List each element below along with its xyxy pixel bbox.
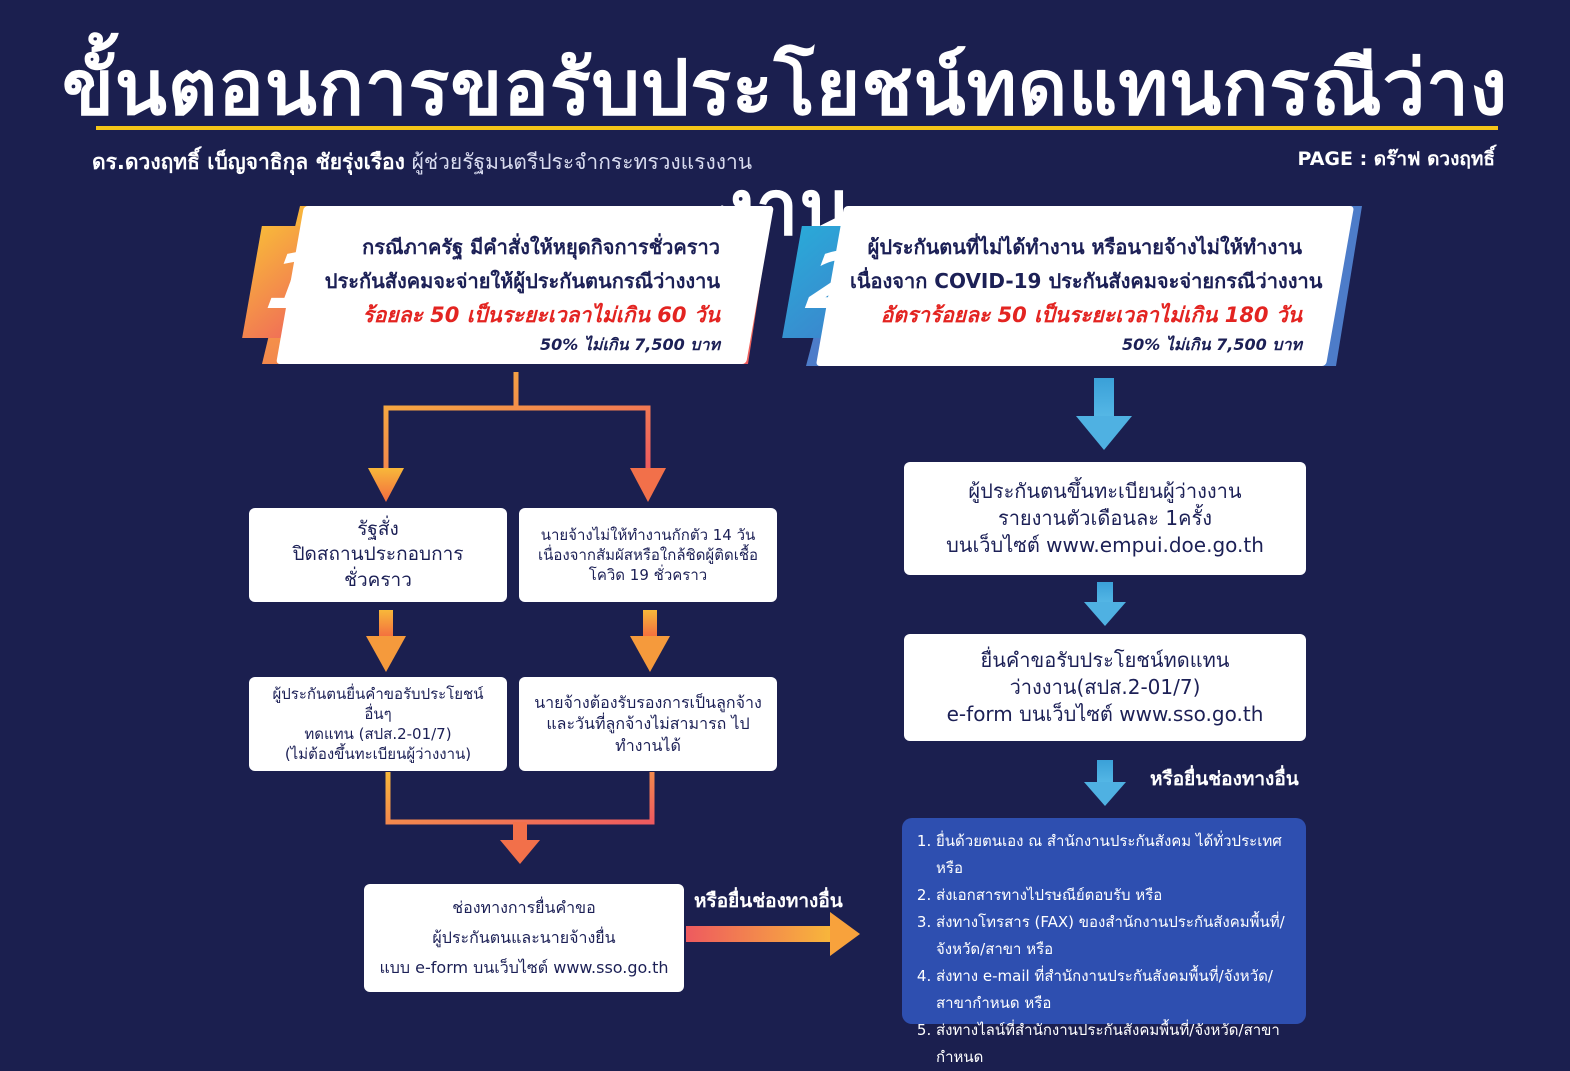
arrow-shaft	[1094, 378, 1114, 418]
arrow-right-icon	[830, 912, 860, 956]
arrow-down-icon	[1084, 602, 1126, 626]
arrow-down-icon	[368, 468, 404, 502]
case1-line1: กรณีภาครัฐ มีคำสั่งให้หยุดกิจการชั่วคราว	[362, 235, 720, 259]
arrow-shaft	[643, 610, 657, 638]
arrow-down-icon	[366, 636, 406, 672]
case1-line2: ประกันสังคมจะจ่ายให้ผู้ประกันตนกรณีว่างง…	[324, 269, 720, 293]
branch-b-line1: นายจ้างไม่ให้ทำงานกักตัว 14 วัน	[540, 525, 756, 544]
other-channel-text-cont: จังหวัด/สาขา หรือ	[936, 940, 1054, 958]
submit-line3: แบบ e-form บนเว็บไซต์ www.sso.go.th	[379, 958, 669, 977]
author-line: ดร.ดวงฤทธิ์ เบ็ญจาธิกุล ชัยรุ่งเรือง ผู้…	[92, 146, 752, 179]
case2-step1-line3: บนเว็บไซต์ www.empui.doe.go.th	[946, 533, 1264, 557]
branch-a-line2: ปิดสถานประกอบการชั่วคราว	[292, 543, 464, 591]
case2-header-text: ผู้ประกันตนที่ไม่ได้ทำงาน หรือนายจ้างไม่…	[850, 230, 1323, 358]
case2-step2-card: ยื่นคำขอรับประโยชน์ทดแทน ว่างงาน(สปส.2-0…	[904, 634, 1306, 741]
case1-cap: 50% ไม่เกิน 7,500 บาท	[540, 335, 720, 354]
case1-alt-label: หรือยื่นช่องทางอื่น	[694, 890, 843, 912]
arrow-shaft	[1097, 582, 1113, 604]
step-a-line3: (ไม่ต้องขึ้นทะเบียนผู้ว่างงาน)	[284, 745, 472, 764]
other-channel-text: ส่งเอกสารทางไปรษณีย์ตอบรับ หรือ	[936, 886, 1163, 904]
case2-step1-line1: ผู้ประกันตนขึ้นทะเบียนผู้ว่างงาน	[968, 479, 1242, 503]
other-channel-item: ส่งเอกสารทางไปรษณีย์ตอบรับ หรือ	[936, 882, 1292, 909]
other-channel-text: ยื่นด้วยตนเอง ณ สำนักงานประกันสังคม ได้ท…	[936, 832, 1282, 877]
arrow-shaft	[379, 610, 393, 638]
branch-b-line3: โควิด 19 ชั่วคราว	[588, 566, 708, 585]
case2-line2: เนื่องจาก COVID-19 ประกันสังคมจะจ่ายกรณี…	[850, 269, 1323, 293]
arrow-down-icon	[630, 636, 670, 672]
other-channel-text-cont: สาขากำหนด หรือ	[936, 994, 1052, 1012]
branch-a-line1: รัฐสั่ง	[357, 517, 399, 540]
step-b-line1: นายจ้างต้องรับรองการเป็นลูกจ้าง	[534, 692, 762, 712]
case1-step-a-card: ผู้ประกันตนยื่นคำขอรับประโยชน์ อื่นๆ ทดแ…	[249, 677, 507, 771]
page-credit: PAGE : ดร๊าฟ ดวงฤทธิ์	[1297, 148, 1495, 170]
submit-line2: ผู้ประกันตนและนายจ้างยื่น	[432, 928, 616, 947]
case2-step2-line3: e-form บนเว็บไซต์ www.sso.go.th	[946, 702, 1264, 726]
case2-step1-card: ผู้ประกันตนขึ้นทะเบียนผู้ว่างงาน รายงานต…	[904, 462, 1306, 575]
case1-branch-a-card: รัฐสั่ง ปิดสถานประกอบการชั่วคราว	[249, 508, 507, 602]
branch-b-line2: เนื่องจากสัมผัสหรือใกล้ชิดผู้ติดเชื้อ	[537, 545, 759, 564]
title-divider	[96, 126, 1498, 130]
case2-step2-line2: ว่างงาน(สปส.2-01/7)	[1009, 675, 1201, 699]
arrow-shaft	[686, 926, 834, 942]
step-a-line2: ทดแทน (สปส.2-01/7)	[304, 725, 452, 743]
step-b-line2: และวันที่ลูกจ้างไม่สามารถ ไปทำงานได้	[546, 714, 750, 755]
case2-rate: อัตราร้อยละ 50 เป็นระยะเวลาไม่เกิน 180 ว…	[880, 303, 1302, 327]
case2-line1: ผู้ประกันตนที่ไม่ได้ทำงาน หรือนายจ้างไม่…	[867, 235, 1302, 259]
arrow-down-icon	[500, 840, 540, 864]
arrow-down-icon	[630, 468, 666, 502]
other-channel-text: ส่งทางโทรสาร (FAX) ของสำนักงานประกันสังค…	[936, 913, 1285, 931]
arrow-down-icon	[1076, 416, 1132, 450]
submit-line1: ช่องทางการยื่นคำขอ	[452, 898, 596, 917]
case1-step-b-card: นายจ้างต้องรับรองการเป็นลูกจ้าง และวันที…	[519, 677, 777, 771]
case2-alt-label: หรือยื่นช่องทางอื่น	[1150, 768, 1299, 790]
case1-header-text: กรณีภาครัฐ มีคำสั่งให้หยุดกิจการชั่วคราว…	[300, 230, 720, 358]
case1-rate: ร้อยละ 50 เป็นระยะเวลาไม่เกิน 60 วัน	[362, 303, 720, 327]
other-channel-text: ส่งทางไลน์ที่สำนักงานประกันสังคมพื้นที่/…	[936, 1021, 1280, 1066]
case1-branch-b-card: นายจ้างไม่ให้ทำงานกักตัว 14 วัน เนื่องจา…	[519, 508, 777, 602]
other-channels-box: ยื่นด้วยตนเอง ณ สำนักงานประกันสังคม ได้ท…	[902, 818, 1306, 1066]
other-channel-item: ยื่นด้วยตนเอง ณ สำนักงานประกันสังคม ได้ท…	[936, 828, 1292, 882]
case2-step1-line2: รายงานตัวเดือนละ 1ครั้ง	[997, 506, 1213, 530]
case1-merge-line	[385, 772, 655, 825]
author-name: ดร.ดวงฤทธิ์ เบ็ญจาธิกุล ชัยรุ่งเรือง	[92, 150, 405, 174]
arrow-shaft	[1097, 760, 1113, 784]
case2-step2-line1: ยื่นคำขอรับประโยชน์ทดแทน	[980, 648, 1230, 672]
arrow-shaft	[513, 822, 527, 842]
other-channel-text: ส่งทาง e-mail ที่สำนักงานประกันสังคมพื้น…	[936, 967, 1273, 985]
step-a-line1: ผู้ประกันตนยื่นคำขอรับประโยชน์ อื่นๆ	[272, 684, 484, 723]
other-channel-item: ส่งทางไลน์ที่สำนักงานประกันสังคมพื้นที่/…	[936, 1017, 1292, 1071]
page-title: ขั้นตอนการขอรับประโยชน์ทดแทนกรณีว่างงาน	[61, 43, 1509, 252]
case1-submit-card: ช่องทางการยื่นคำขอ ผู้ประกันตนและนายจ้าง…	[364, 884, 684, 992]
other-channel-item: ส่งทางโทรสาร (FAX) ของสำนักงานประกันสังค…	[936, 909, 1292, 963]
case1-fork-line	[383, 372, 651, 470]
other-channel-item: ส่งทาง e-mail ที่สำนักงานประกันสังคมพื้น…	[936, 963, 1292, 1017]
other-channels-list: ยื่นด้วยตนเอง ณ สำนักงานประกันสังคม ได้ท…	[918, 828, 1292, 1071]
arrow-down-icon	[1084, 782, 1126, 806]
case2-cap: 50% ไม่เกิน 7,500 บาท	[1122, 335, 1302, 354]
author-role: ผู้ช่วยรัฐมนตรีประจำกระทรวงแรงงาน	[411, 150, 753, 174]
